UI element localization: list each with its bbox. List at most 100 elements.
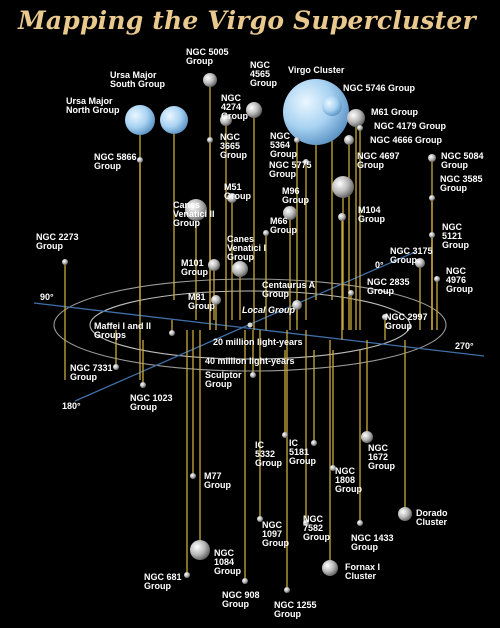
ngc-5746-group-label: NGC 5746 Group: [343, 83, 416, 93]
ngc-4976-group-label-line: NGC: [446, 266, 467, 276]
ngc-2273-group-label-line: NGC 2273: [36, 232, 79, 242]
ngc-4565-group-label-line: 4565: [250, 69, 270, 79]
ngc-4179-group-marker: [357, 125, 363, 131]
axis-label-90: 90°: [40, 292, 54, 302]
local-group-label: Local Group: [242, 305, 296, 315]
ngc-3175-group-marker: [415, 258, 425, 268]
dorado-cluster-marker: [398, 507, 412, 521]
ngc-908-group-marker: [242, 578, 248, 584]
m66-group-label-line: M66: [270, 216, 288, 226]
m96-group-label-line: M96: [282, 186, 300, 196]
ngc-1255-group-label-line: Group: [274, 609, 301, 619]
canes-venatici-ii-group-label-line: Group: [173, 218, 200, 228]
galactic-plane: [33, 251, 485, 402]
local-group-line: Local Group: [242, 305, 296, 315]
ngc-4565-group-label-line: NGC: [250, 60, 271, 70]
ngc-1808-group-label-line: Group: [335, 484, 362, 494]
ngc-3665-group-marker: [207, 137, 213, 143]
m101-group-label-line: Group: [181, 267, 208, 277]
ngc-2997-group-label-line: NGC 2997: [385, 312, 428, 322]
ngc-2997-group-label-line: Group: [385, 321, 412, 331]
ngc-5364-group-label-line: NGC: [270, 131, 291, 141]
ic-5181-group-label-line: IC: [289, 438, 299, 448]
ngc-7582-group-marker: [303, 520, 309, 526]
ngc-1084-group-marker: [190, 540, 210, 560]
ngc-4697-group-marker: [332, 176, 354, 198]
axis-0-180: [74, 251, 416, 402]
ngc-681-group-label-line: NGC 681: [144, 572, 182, 582]
ngc-5121-group-label-line: NGC: [442, 222, 463, 232]
ngc-4274-group-label-line: Group: [221, 111, 248, 121]
ngc-1084-group-label-line: NGC: [214, 548, 235, 558]
ngc-4274-group-label-line: 4274: [221, 102, 241, 112]
fornax-i-cluster-label-line: Fornax I: [345, 562, 380, 572]
ngc-1433-group-marker: [357, 520, 363, 526]
ic-5181-group-label-line: 5181: [289, 447, 309, 457]
ursa-major-south-group-label-line: Ursa Major: [110, 70, 157, 80]
m66-group-label-line: Group: [270, 225, 297, 235]
ngc-5775-group-label-line: Group: [269, 169, 296, 179]
ngc-1097-group-label-line: 1097: [262, 529, 282, 539]
axis-90-270: [33, 302, 485, 357]
ngc-1023-group-label-line: Group: [130, 402, 157, 412]
maffei-i-and-ii-groups-label-line: Groups: [94, 330, 126, 340]
ic-5181-group-label-line: Group: [289, 456, 316, 466]
page-title: Mapping the Virgo Supercluster: [18, 6, 476, 35]
m96-group-marker: [283, 206, 297, 220]
ngc-681-group-marker: [184, 572, 190, 578]
virgo-cluster-marker: [283, 79, 349, 145]
fornax-i-cluster-label-line: Cluster: [345, 571, 377, 581]
ngc-5775-group-marker: [303, 159, 309, 165]
ngc-3665-group-label-line: 3665: [220, 141, 240, 151]
ngc-4976-group-label-line: 4976: [446, 275, 466, 285]
m61-group-label: M61 Group: [371, 107, 419, 117]
ngc-5084-group-label-line: NGC 5084: [441, 151, 484, 161]
ngc-7582-group-label-line: NGC: [303, 514, 324, 524]
ngc-1097-group-marker: [257, 516, 263, 522]
ngc-5866-group-label-line: NGC 5866: [94, 152, 137, 162]
ngc-4697-group-label-line: NGC 4697: [357, 151, 400, 161]
axis-label-270: 270°: [455, 341, 474, 351]
ngc-5364-group-label-line: 5364: [270, 140, 290, 150]
ngc-2835-group-label-line: NGC 2835: [367, 277, 410, 287]
ngc-5121-group-label-line: Group: [442, 240, 469, 250]
m51-group-label-line: M51: [224, 182, 242, 192]
sculptor-group-label-line: Group: [205, 379, 232, 389]
ngc-1672-group-label-line: NGC: [368, 443, 389, 453]
sculptor-group-label-line: Sculptor: [205, 370, 242, 380]
virgo-cluster-label-line: Virgo Cluster: [288, 65, 345, 75]
maffei-i-and-ii-groups-marker: [169, 330, 175, 336]
ngc-908-group-label-line: Group: [222, 599, 249, 609]
m81-group-label-line: M81: [188, 292, 206, 302]
ngc-5746-group-marker: [322, 96, 342, 116]
axis-label-0: 0°: [375, 260, 384, 270]
ngc-7582-group-label-line: Group: [303, 532, 330, 542]
ngc-2273-group-marker: [62, 259, 68, 265]
m104-group-label-line: Group: [358, 214, 385, 224]
ngc-3665-group-label-line: NGC: [220, 132, 241, 142]
ngc-1433-group-label-line: NGC 1433: [351, 533, 394, 543]
ngc-2997-group-marker: [382, 314, 388, 320]
ngc-3175-group-label-line: Group: [390, 255, 417, 265]
virgo-cluster-label: Virgo Cluster: [288, 65, 345, 75]
ngc-5005-group-label-line: Group: [186, 56, 213, 66]
centaurus-a-group-label-line: Centaurus A: [262, 280, 316, 290]
ursa-major-north-group-marker: [125, 105, 155, 135]
ngc-5364-group-marker: [294, 137, 300, 143]
